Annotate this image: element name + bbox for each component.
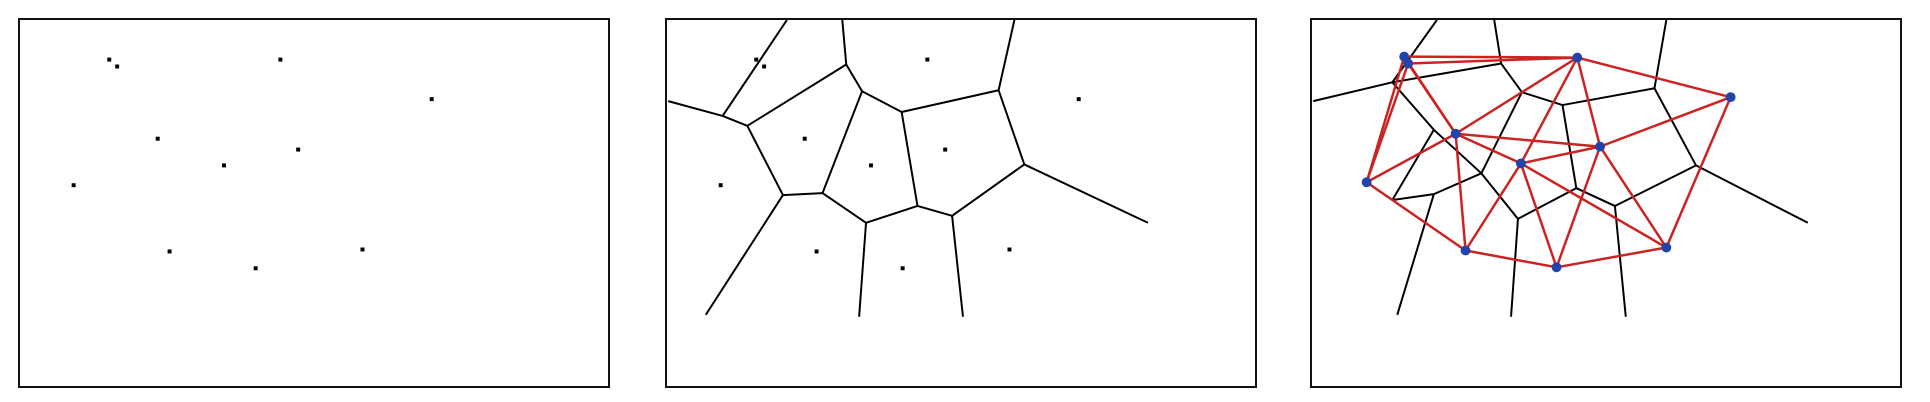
voronoi-edge bbox=[1312, 81, 1393, 103]
seed-point bbox=[802, 136, 807, 141]
voronoi-edge bbox=[841, 20, 848, 65]
voronoi-edge bbox=[997, 20, 1016, 91]
seed-point bbox=[762, 64, 767, 69]
voronoi-edge bbox=[917, 205, 953, 217]
voronoi-edge bbox=[1521, 91, 1563, 107]
delaunay-vertex bbox=[1725, 92, 1736, 103]
seed-point bbox=[429, 97, 434, 102]
seed-point bbox=[222, 163, 226, 168]
seed-point bbox=[253, 266, 258, 271]
seed-point bbox=[360, 247, 365, 252]
voronoi-edge bbox=[1614, 164, 1697, 207]
delaunay-edge bbox=[1454, 56, 1578, 135]
delaunay-edge bbox=[1408, 56, 1578, 65]
delaunay-edge bbox=[1577, 56, 1731, 99]
delaunay-vertex bbox=[1551, 262, 1562, 273]
seed-points-plot bbox=[71, 57, 434, 271]
seed-point bbox=[278, 57, 283, 62]
delaunay-vertex bbox=[1572, 52, 1583, 63]
seed-point bbox=[925, 57, 930, 62]
delaunay-edge bbox=[1455, 132, 1522, 165]
voronoi-edge bbox=[951, 215, 964, 317]
delaunay-edge bbox=[1519, 57, 1579, 165]
delaunay-vertex bbox=[1515, 158, 1526, 169]
delaunay-vertex bbox=[1595, 141, 1606, 152]
voronoi-edge bbox=[997, 89, 1026, 165]
delaunay-vertex bbox=[1460, 245, 1471, 256]
voronoi-edge bbox=[1500, 62, 1523, 93]
voronoi-edge bbox=[1023, 163, 1149, 224]
seed-point bbox=[1007, 247, 1012, 252]
voronoi-edge bbox=[821, 90, 864, 194]
voronoi-diagram bbox=[667, 20, 1149, 317]
voronoi-edge bbox=[821, 192, 867, 224]
delaunay-edge bbox=[1555, 146, 1602, 268]
delaunay-vertex bbox=[1361, 177, 1372, 188]
seed-point bbox=[943, 147, 948, 152]
voronoi-edge bbox=[746, 63, 847, 127]
seed-point bbox=[754, 57, 759, 62]
seed-point bbox=[107, 57, 112, 62]
delaunay-edge bbox=[1519, 163, 1558, 268]
delaunay-vertex bbox=[1450, 128, 1461, 139]
voronoi-edge bbox=[1562, 87, 1655, 107]
voronoi-edge bbox=[1695, 164, 1809, 224]
voronoi-edge bbox=[861, 90, 903, 113]
voronoi-edge bbox=[1613, 205, 1627, 317]
voronoi-edge bbox=[1517, 187, 1577, 220]
seed-point bbox=[296, 147, 301, 152]
voronoi-edge bbox=[1653, 87, 1697, 166]
delaunay-edge bbox=[1599, 145, 1668, 249]
voronoi-panel bbox=[665, 18, 1257, 388]
voronoi-edge bbox=[865, 205, 918, 224]
delaunay-panel bbox=[1310, 18, 1902, 388]
delaunay-edge bbox=[1599, 96, 1732, 148]
voronoi-edge bbox=[1396, 193, 1435, 316]
delaunay-edge bbox=[1455, 132, 1601, 148]
voronoi-edge bbox=[782, 192, 823, 197]
delaunay-edge bbox=[1365, 63, 1410, 183]
voronoi-edge bbox=[845, 64, 863, 92]
delaunay-triangulation-diagram bbox=[1312, 20, 1809, 317]
seed-point bbox=[814, 249, 819, 254]
seed-point bbox=[869, 163, 873, 168]
voronoi-edge bbox=[858, 222, 868, 317]
voronoi-edge bbox=[1433, 172, 1482, 196]
seed-point bbox=[167, 249, 172, 254]
seed-point bbox=[1076, 97, 1081, 102]
voronoi-edge bbox=[1561, 104, 1578, 189]
seed-point bbox=[115, 64, 120, 69]
delaunay-edge bbox=[1366, 132, 1457, 184]
voronoi-edge bbox=[901, 89, 999, 113]
voronoi-edge bbox=[1510, 218, 1519, 317]
delaunay-edge bbox=[1465, 249, 1557, 269]
delaunay-edge bbox=[1665, 96, 1732, 248]
voronoi-edge bbox=[704, 194, 784, 316]
voronoi-edge bbox=[667, 100, 723, 117]
delaunay-edge bbox=[1365, 181, 1467, 252]
seed-point bbox=[718, 183, 723, 188]
voronoi-edge bbox=[900, 111, 919, 207]
voronoi-edge bbox=[1480, 91, 1523, 174]
seed-point bbox=[900, 266, 905, 271]
voronoi-edge bbox=[721, 20, 788, 117]
points-panel bbox=[18, 18, 610, 388]
delaunay-edge bbox=[1576, 57, 1602, 147]
seed-point bbox=[155, 136, 160, 141]
voronoi-edge bbox=[1392, 62, 1502, 84]
delaunay-edge bbox=[1520, 145, 1601, 165]
delaunay-edge bbox=[1556, 246, 1667, 269]
delaunay-edge bbox=[1454, 133, 1467, 251]
seed-point bbox=[71, 183, 76, 188]
voronoi-edge bbox=[951, 163, 1025, 217]
voronoi-edge bbox=[1392, 193, 1435, 202]
delaunay-edge bbox=[1464, 162, 1522, 252]
delaunay-edge bbox=[1403, 55, 1457, 135]
delaunay-vertex bbox=[1403, 58, 1414, 69]
voronoi-edge bbox=[746, 125, 784, 196]
voronoi-edge bbox=[722, 115, 748, 127]
delaunay-edge bbox=[1520, 162, 1667, 249]
delaunay-vertex bbox=[1661, 242, 1672, 253]
voronoi-edge bbox=[1391, 129, 1435, 201]
